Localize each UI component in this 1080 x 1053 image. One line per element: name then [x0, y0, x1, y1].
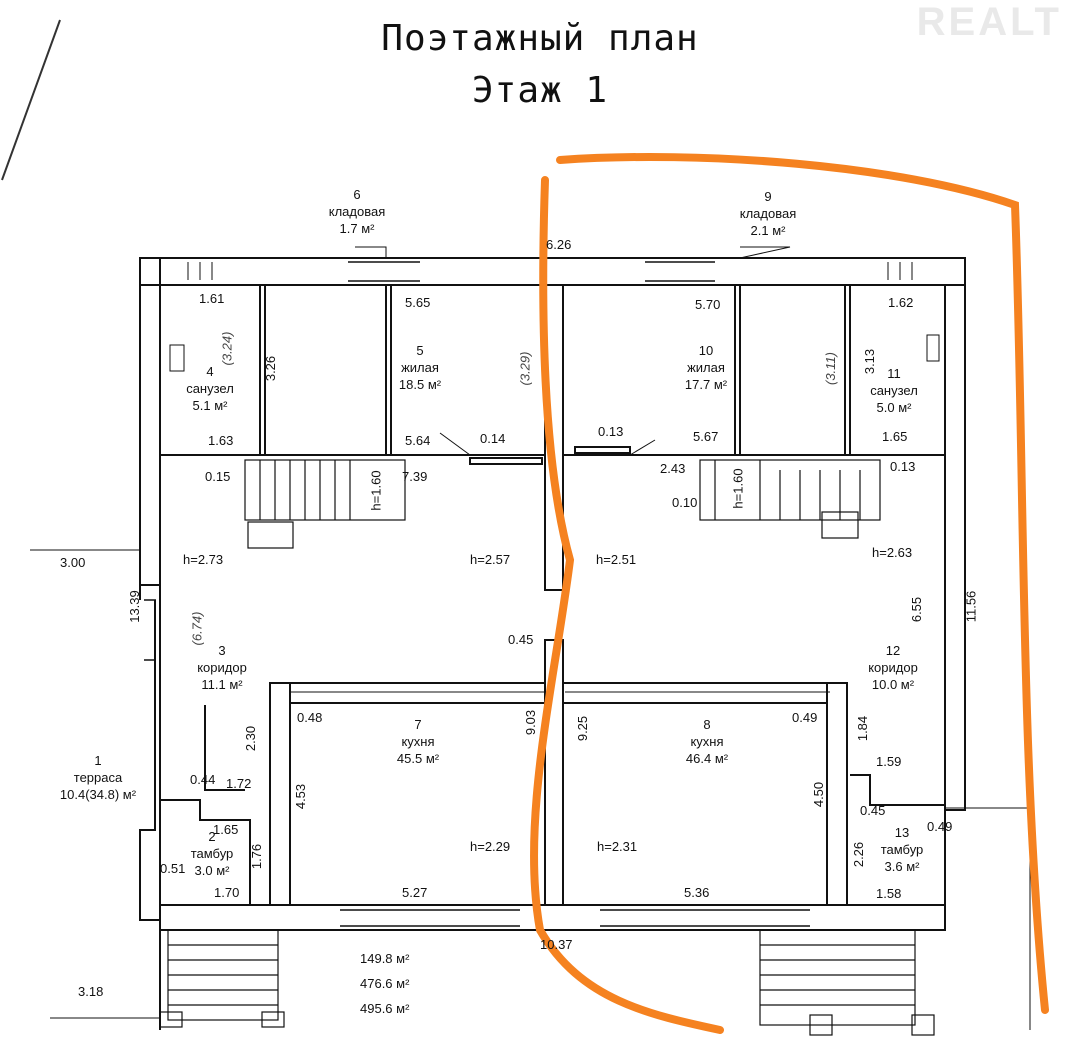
dim-label: 6.55 — [909, 596, 925, 623]
dim-label: 3.13 — [862, 348, 878, 375]
dim-label: 10.37 — [540, 937, 573, 952]
orange-outline-annotation — [530, 153, 1049, 1034]
dim-label: 0.49 — [792, 710, 818, 725]
pencil-stroke — [1, 19, 61, 181]
dim-label: h=1.60 — [730, 468, 746, 509]
dim-label: 1.62 — [888, 295, 914, 310]
dim-label: 2.43 — [660, 461, 686, 476]
dim-label: 1.59 — [876, 754, 902, 769]
dim-label: h=2.63 — [872, 545, 913, 560]
dim-label: 5.70 — [695, 297, 721, 312]
realt-watermark: REALT — [916, 0, 1062, 44]
dim-label: 5.64 — [405, 433, 431, 448]
dim-label: 1.76 — [249, 843, 265, 870]
dim-label: h=2.31 — [597, 839, 638, 854]
dim-label: 1.65 — [882, 429, 908, 444]
dim-label: h=2.51 — [596, 552, 637, 567]
plan-title: Поэтажный план — [381, 18, 699, 59]
dim-label: 4.50 — [811, 781, 827, 808]
dim-label: 9.25 — [575, 715, 591, 742]
dim-label: (3.11) — [823, 352, 838, 385]
dim-label: 5.65 — [405, 295, 431, 310]
dim-label: 1.84 — [855, 715, 871, 742]
dim-label: 0.49 — [927, 819, 953, 834]
dim-label: 2.26 — [851, 841, 867, 868]
dim-label: 3.26 — [263, 355, 279, 382]
dim-label: 0.45 — [508, 632, 534, 647]
dim-label: 4.53 — [293, 783, 309, 810]
dim-label: 1.72 — [226, 776, 252, 791]
dim-label: 0.51 — [160, 861, 186, 876]
dim-label: 0.14 — [480, 431, 506, 446]
dim-label: (6.74) — [189, 611, 205, 646]
dim-label: 0.45 — [860, 803, 886, 818]
dim-label: h=2.29 — [470, 839, 511, 854]
dim-label: 9.03 — [523, 709, 539, 736]
dim-label: 1.70 — [214, 885, 240, 900]
dim-label: 13.39 — [126, 590, 142, 623]
dim-label: 1.61 — [199, 291, 225, 306]
dim-label: (3.29) — [517, 351, 533, 386]
dim-label: 1.58 — [876, 886, 902, 901]
total-area-2: 476.6 м² — [360, 976, 410, 991]
dim-label: 0.44 — [190, 772, 216, 787]
dim-label: 7.39 — [402, 469, 428, 484]
dim-label: 0.13 — [890, 459, 916, 474]
dim-label: 5.36 — [684, 885, 710, 900]
dim-label: 1.63 — [208, 433, 234, 448]
floor-label: Этаж 1 — [471, 70, 609, 111]
dim-label: h=2.57 — [470, 552, 511, 567]
total-area-1: 149.8 м² — [360, 951, 410, 966]
total-area-3: 495.6 м² — [360, 1001, 410, 1016]
dim-label: 0.48 — [297, 710, 323, 725]
dim-label: h=2.73 — [183, 552, 224, 567]
dim-label: 5.67 — [693, 429, 719, 444]
dim-label: 11.56 — [963, 590, 979, 623]
dim-label: 2.30 — [243, 725, 259, 752]
dim-label: 5.27 — [402, 885, 428, 900]
dim-label: 1.65 — [213, 822, 239, 837]
dim-label: 3.00 — [60, 555, 86, 570]
dim-label: 0.15 — [205, 469, 231, 484]
dim-label: h=1.60 — [368, 470, 384, 511]
dim-label: (3.24) — [219, 331, 235, 366]
dim-label: 3.18 — [78, 984, 104, 999]
dim-label: 0.10 — [672, 495, 698, 510]
dim-label: 0.13 — [598, 424, 624, 439]
dim-label: 6.26 — [546, 237, 572, 252]
